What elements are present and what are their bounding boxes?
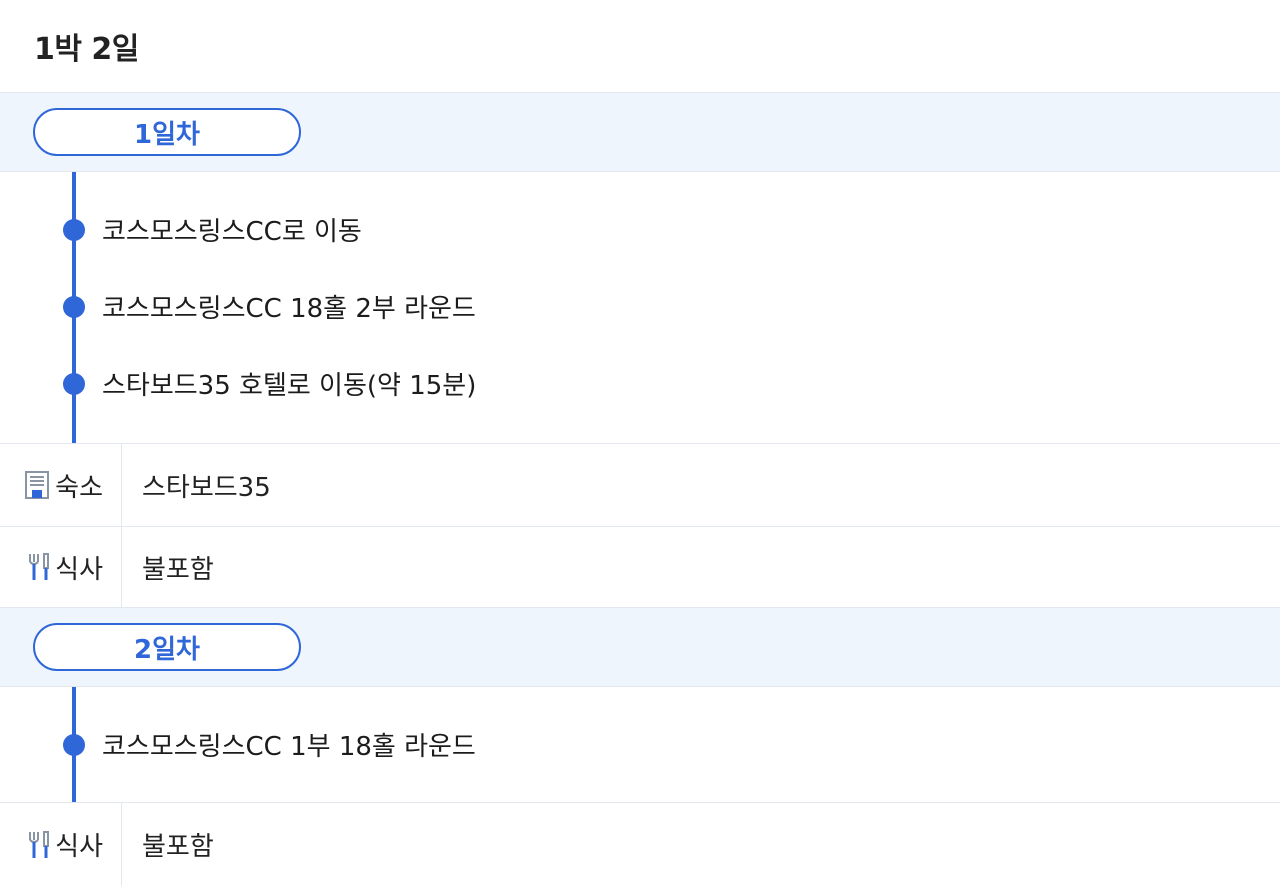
meal-label-text: 식사 <box>55 554 103 585</box>
meal-row: 식사 불포함 <box>0 802 1280 886</box>
timeline-item-text: 스타보드35 호텔로 이동(약 15분) <box>102 371 477 401</box>
timeline: 코스모스링스CC 1부 18홀 라운드 <box>0 687 1280 802</box>
day-label: 1일차 <box>134 119 200 150</box>
timeline-item: 스타보드35 호텔로 이동(약 15분) <box>0 345 1280 422</box>
day-section-2: 2일차 코스모스링스CC 1부 18홀 라운드 식사 불포함 <box>0 607 1280 886</box>
timeline-item-text: 코스모스링스CC 1부 18홀 라운드 <box>102 732 476 762</box>
lodging-value: 스타보드35 <box>142 472 271 503</box>
timeline-item-text: 코스모스링스CC로 이동 <box>102 217 362 247</box>
day-header: 1일차 <box>0 92 1280 172</box>
lodging-label: 숙소 <box>0 444 122 526</box>
meal-row: 식사 불포함 <box>0 526 1280 607</box>
building-icon <box>25 471 50 499</box>
meal-label-text: 식사 <box>55 832 103 862</box>
day-tab-1[interactable]: 1일차 <box>33 108 301 156</box>
timeline-dot <box>63 372 85 395</box>
title-bar: 1박 2일 <box>0 0 1280 92</box>
meal-label: 식사 <box>0 803 122 886</box>
fork-knife-icon <box>29 830 50 858</box>
timeline-item: 코스모스링스CC 18홀 2부 라운드 <box>0 268 1280 345</box>
lodging-label-text: 숙소 <box>55 472 103 503</box>
meal-value: 불포함 <box>142 554 214 585</box>
fork-knife-icon <box>29 553 50 580</box>
timeline-item-text: 코스모스링스CC 18홀 2부 라운드 <box>102 294 476 324</box>
meal-value: 불포함 <box>142 832 214 862</box>
timeline: 코스모스링스CC로 이동 코스모스링스CC 18홀 2부 라운드 스타보드35 … <box>0 172 1280 443</box>
meal-label: 식사 <box>0 527 122 607</box>
timeline-dot <box>63 295 85 318</box>
timeline-dot <box>63 733 85 756</box>
day-tab-2[interactable]: 2일차 <box>33 623 301 671</box>
day-section-1: 1일차 코스모스링스CC로 이동 코스모스링스CC 18홀 2부 라운드 스타보… <box>0 92 1280 607</box>
timeline-item: 코스모스링스CC로 이동 <box>0 191 1280 268</box>
page-title: 1박 2일 <box>34 32 139 67</box>
timeline-dot <box>63 218 85 241</box>
day-header: 2일차 <box>0 607 1280 687</box>
lodging-row: 숙소 스타보드35 <box>0 443 1280 526</box>
timeline-item: 코스모스링스CC 1부 18홀 라운드 <box>0 706 1280 783</box>
day-label: 2일차 <box>134 634 200 665</box>
